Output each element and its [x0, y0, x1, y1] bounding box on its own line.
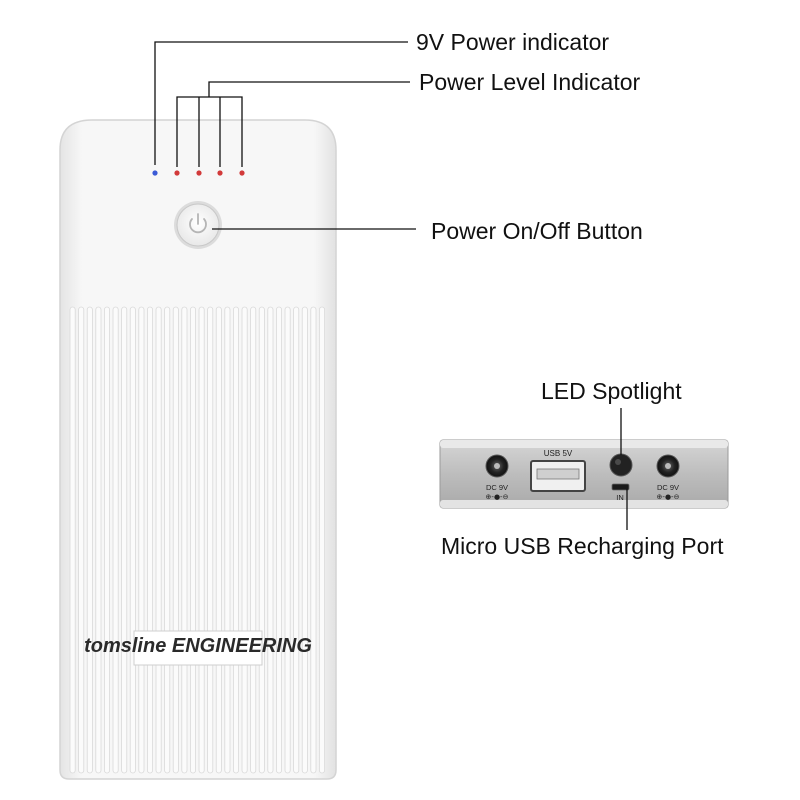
polarity-symbol-right: ⊕-●-⊖	[657, 493, 680, 501]
grip-rib	[318, 306, 325, 774]
grip-rib	[172, 306, 179, 774]
label-micro-usb-port: Micro USB Recharging Port	[441, 533, 724, 559]
label-led-spotlight: LED Spotlight	[541, 378, 682, 404]
grip-rib	[146, 306, 153, 774]
grip-rib	[207, 306, 214, 774]
9v-led	[152, 170, 158, 176]
level-led-1	[174, 170, 180, 176]
grip-rib	[250, 306, 257, 774]
brand-logo: tomsline ENGINEERING	[84, 630, 312, 666]
level-led-3	[217, 170, 223, 176]
leader-lines	[154, 41, 628, 530]
level-led-4	[239, 170, 245, 176]
grip-rib	[275, 306, 282, 774]
dc-9v-port-right[interactable]: DC 9V	[656, 454, 680, 492]
label-9v-power-indicator: 9V Power indicator	[416, 29, 610, 55]
indicator-leds	[152, 170, 245, 176]
label-power-level-indicator: Power Level Indicator	[419, 69, 641, 95]
grip-rib	[78, 306, 85, 774]
grip-rib	[129, 306, 136, 774]
grip-rib	[293, 306, 300, 774]
leader-power-level	[208, 81, 410, 92]
dc-9v-port-left[interactable]: DC 9V	[485, 454, 509, 492]
polarity-symbol-left: ⊕-●-⊖	[486, 493, 509, 501]
grip-rib	[198, 306, 205, 774]
usb-5v-label: USB 5V	[544, 449, 573, 458]
level-led-2	[196, 170, 202, 176]
grip-rib	[181, 306, 188, 774]
grip-rib	[86, 306, 93, 774]
power-bank-side-panel: DC 9V ⊕-●-⊖ USB 5V IN DC 9V ⊕-●-⊖	[439, 439, 729, 509]
grip-rib	[232, 306, 239, 774]
grip-rib	[224, 306, 231, 774]
grip-rib	[95, 306, 102, 774]
grip-rib	[284, 306, 291, 774]
grip-rib	[104, 306, 111, 774]
brand-logo-text: tomsline ENGINEERING	[84, 635, 312, 657]
power-button[interactable]	[174, 201, 222, 249]
grip-rib	[310, 306, 317, 774]
grip-rib	[301, 306, 308, 774]
label-power-button: Power On/Off Button	[431, 218, 643, 244]
grip-rib	[267, 306, 274, 774]
grip-rib	[112, 306, 119, 774]
micro-usb-port[interactable]: IN	[611, 483, 630, 502]
power-bank-body	[59, 119, 337, 780]
grip-rib	[258, 306, 265, 774]
grip-rib	[69, 306, 76, 774]
power-icon	[189, 213, 207, 234]
grip-rib	[138, 306, 145, 774]
grip-rib	[241, 306, 248, 774]
grip-rib	[164, 306, 171, 774]
grip-rib	[215, 306, 222, 774]
ribbed-grip-area	[69, 306, 325, 774]
grip-rib	[189, 306, 196, 774]
usb-5v-port[interactable]: USB 5V	[530, 449, 586, 492]
leader-9v-indicator	[154, 41, 408, 165]
dc-9v-left-label: DC 9V	[486, 483, 508, 492]
dc-9v-right-label: DC 9V	[657, 483, 679, 492]
led-spotlight	[609, 453, 633, 477]
grip-rib	[121, 306, 128, 774]
grip-rib	[155, 306, 162, 774]
power-bank-front: tomsline ENGINEERING	[59, 119, 337, 780]
micro-usb-label: IN	[616, 493, 624, 502]
